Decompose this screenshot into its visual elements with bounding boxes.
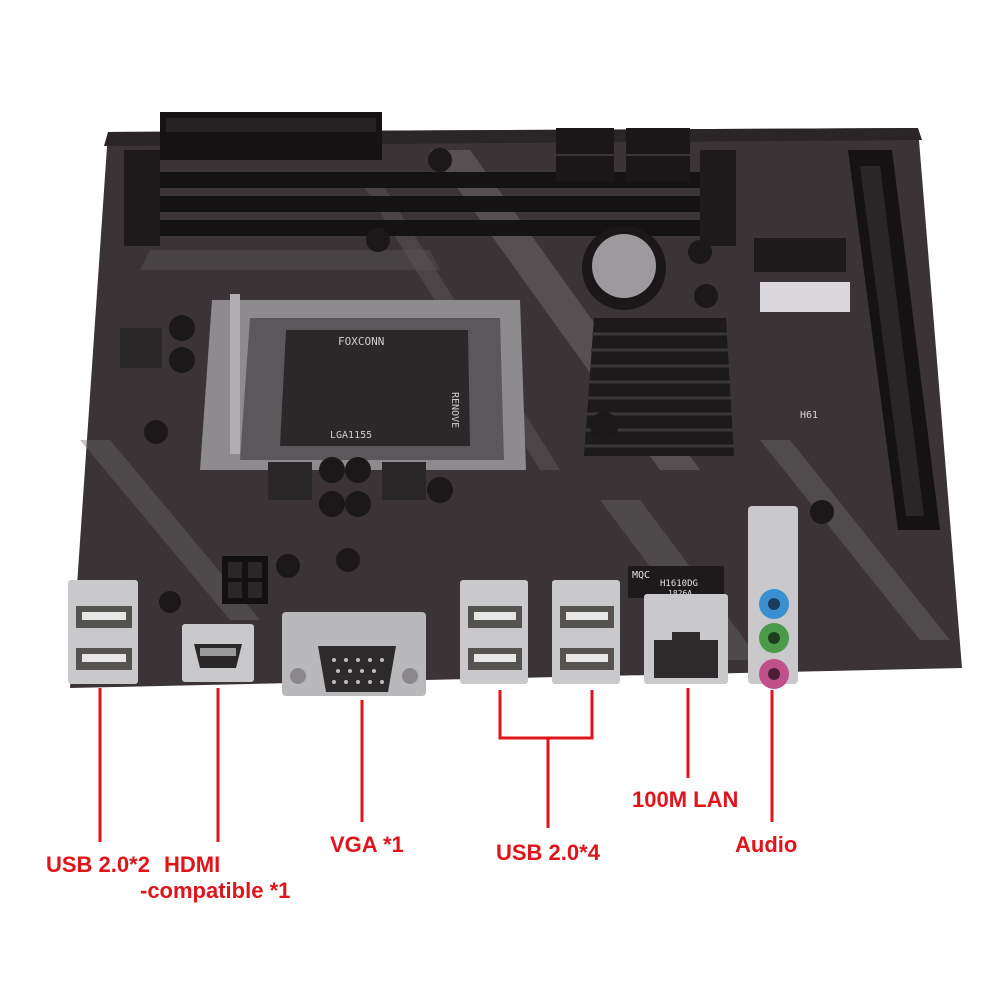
label-lan: 100M LAN (632, 787, 739, 812)
capacitors (120, 148, 834, 613)
label-audio: Audio (735, 832, 798, 857)
m2-slot (754, 238, 850, 312)
lan-chip-model-text: H1610DG (660, 579, 698, 589)
lan-port (644, 594, 728, 684)
cpu-power-connector (222, 556, 268, 604)
socket-model-text: LGA1155 (330, 430, 372, 441)
label-hdmi: HDMI -compatible *1 (140, 852, 310, 904)
rear-usb-port-stack (68, 580, 138, 684)
hdmi-port (182, 624, 254, 682)
label-hdmi-line1: HDMI (164, 852, 221, 877)
callout-lines (98, 688, 774, 842)
audio-jacks (748, 506, 798, 689)
sata-ports (556, 128, 690, 182)
lan-chip: MQC H1610DG 1826A (628, 566, 724, 598)
lan-chip-brand-text: MQC (632, 570, 650, 581)
usb-port-stack-right (552, 580, 620, 684)
pcie-slot (848, 150, 940, 530)
label-usb-front: USB 2.0*4 (496, 840, 600, 865)
cpu-socket: FOXCONN RENOVE LGA1155 (200, 294, 526, 470)
label-usb-rear: USB 2.0*2 (46, 852, 150, 877)
chipset-heatsink: H61 (584, 318, 818, 456)
label-hdmi-line2: -compatible *1 (140, 878, 291, 903)
callout-line-usb-front (498, 690, 594, 740)
atx-power-connector (160, 112, 382, 160)
lan-chip-code-text: 1826A (668, 589, 692, 598)
label-vga: VGA *1 (330, 832, 404, 857)
board-model-text: H61 (800, 410, 818, 421)
cmos-battery (582, 226, 666, 310)
socket-brand-text: FOXCONN (338, 335, 384, 348)
usb-port-stack-left (460, 580, 528, 684)
vga-port (282, 612, 426, 696)
socket-brand2-text: RENOVE (449, 392, 460, 428)
